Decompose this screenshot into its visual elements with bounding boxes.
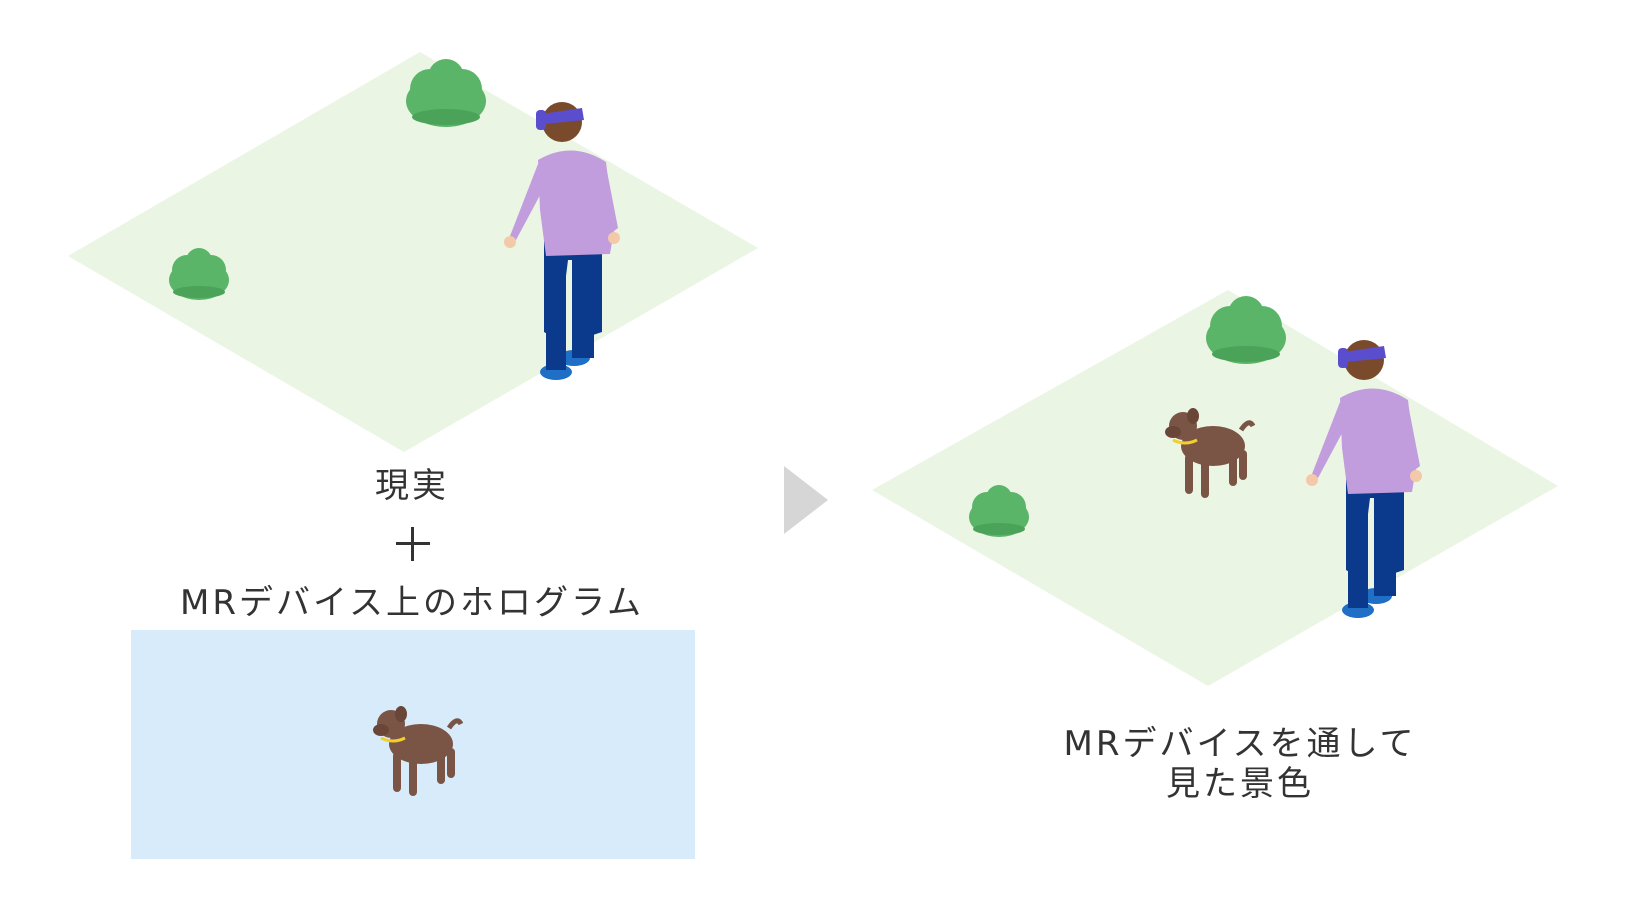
play-triangle-icon xyxy=(784,466,828,534)
mr-view-scene xyxy=(872,290,1558,686)
hologram-label: MRデバイス上のホログラム xyxy=(180,583,644,623)
bush-icon xyxy=(169,248,229,300)
person-with-headset-icon xyxy=(1306,340,1422,618)
result-label-line-2: 見た景色 xyxy=(1166,764,1314,804)
dog-icon xyxy=(1165,408,1256,498)
dog-icon xyxy=(373,706,464,796)
person-with-headset-icon xyxy=(504,102,620,380)
reality-scene xyxy=(68,52,758,452)
hologram-panel xyxy=(131,630,695,859)
plus-icon xyxy=(396,527,430,561)
ground-plane xyxy=(68,52,758,452)
result-label-line-1: MRデバイスを通して xyxy=(1063,724,1417,764)
bush-icon xyxy=(969,485,1029,537)
ground-plane xyxy=(872,290,1558,686)
bush-icon xyxy=(1206,296,1286,364)
bush-icon xyxy=(406,59,486,127)
reality-label: 現実 xyxy=(375,466,449,506)
